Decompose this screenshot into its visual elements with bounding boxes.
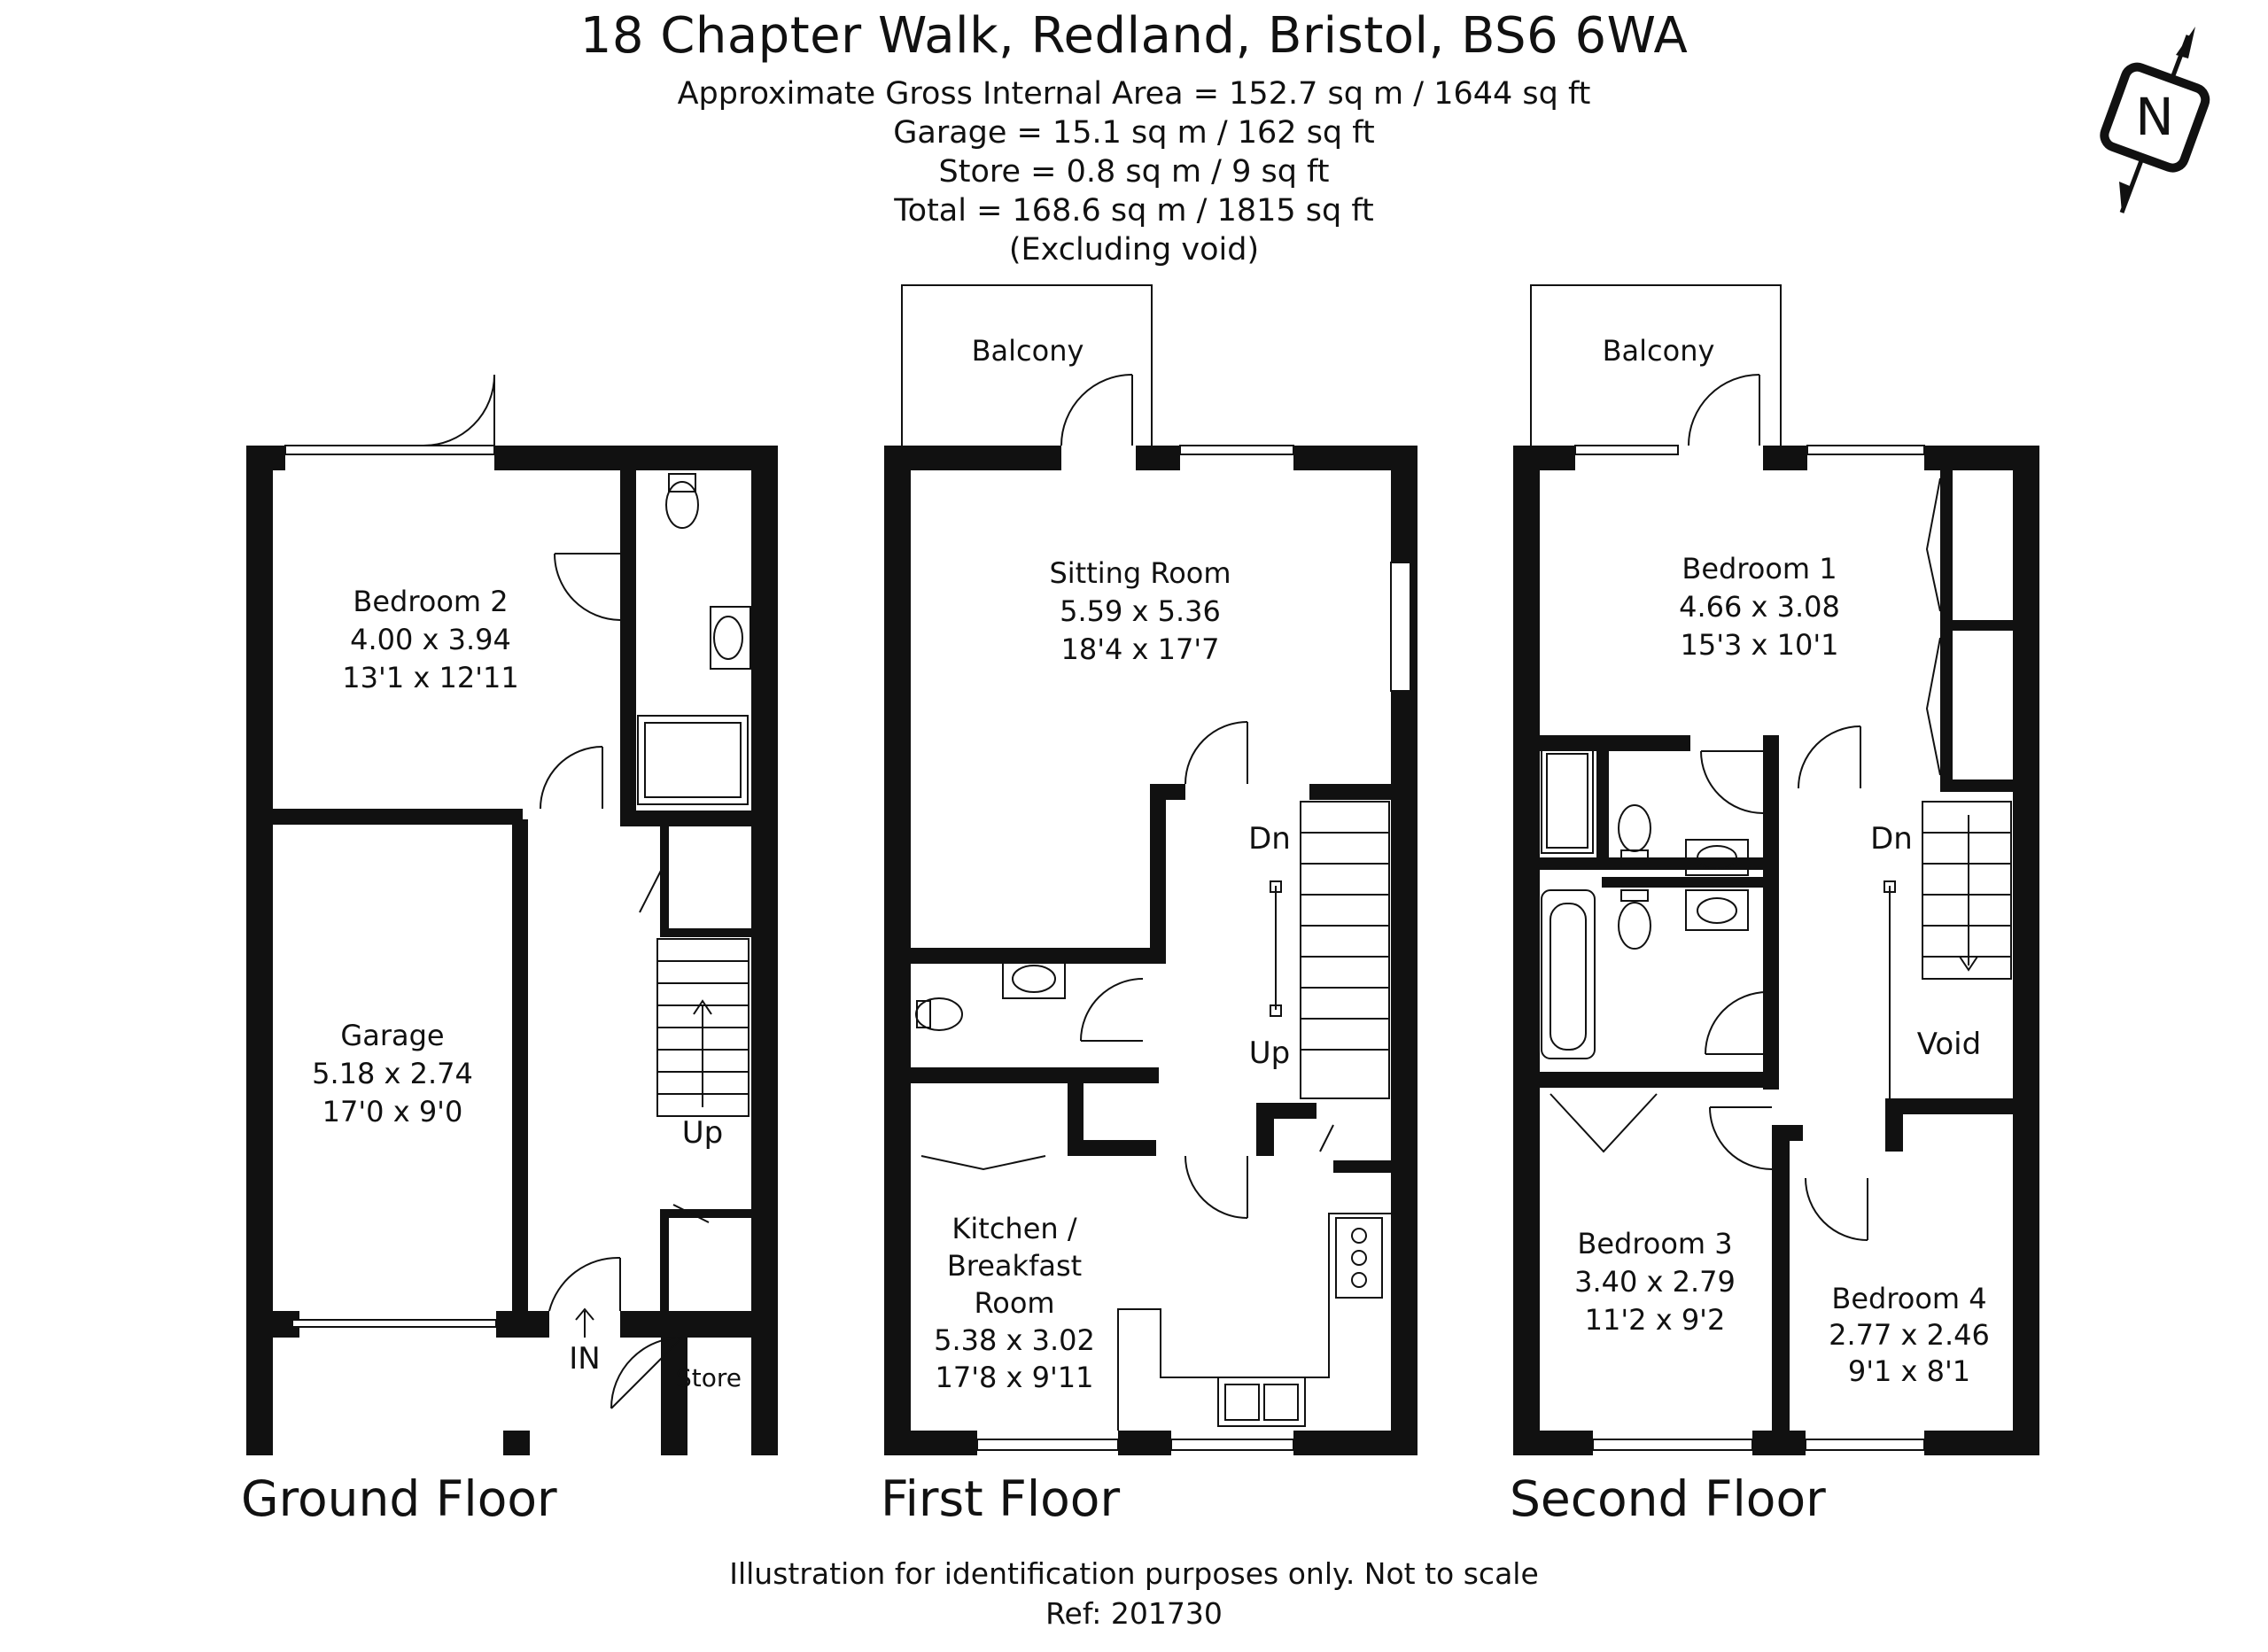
sitting-room-name: Sitting Room <box>1049 556 1231 590</box>
ground-floor-label: Ground Floor <box>241 1470 557 1527</box>
sitting-room-metric: 5.59 x 5.36 <box>1060 594 1221 628</box>
bedroom3-metric: 3.40 x 2.79 <box>1574 1265 1736 1299</box>
bedroom2-metric: 4.00 x 3.94 <box>350 623 511 656</box>
kitchen-name-3: Room <box>974 1286 1054 1320</box>
first-balcony-label: Balcony <box>972 334 1084 368</box>
bedroom1-name: Bedroom 1 <box>1682 552 1837 586</box>
first-floor-label: First Floor <box>881 1470 1121 1527</box>
in-label: IN <box>569 1341 600 1377</box>
second-floor-fixtures <box>1530 284 2012 1451</box>
ground-floor-plan <box>246 445 778 1455</box>
gross-internal-area: Approximate Gross Internal Area = 152.7 … <box>677 76 1591 112</box>
garage-area: Garage = 15.1 sq m / 162 sq ft <box>893 115 1375 151</box>
total-area: Total = 168.6 sq m / 1815 sq ft <box>894 193 1374 229</box>
bedroom4-imperial: 9'1 x 8'1 <box>1848 1354 1970 1388</box>
store-label: Store <box>676 1363 742 1392</box>
property-address: 18 Chapter Walk, Redland, Bristol, BS6 6… <box>579 7 1689 65</box>
sitting-room-imperial: 18'4 x 17'7 <box>1060 632 1219 666</box>
bedroom2-name: Bedroom 2 <box>353 585 508 618</box>
garage-imperial: 17'0 x 9'0 <box>322 1095 463 1128</box>
disclaimer: Illustration for identification purposes… <box>729 1556 1539 1591</box>
bedroom1-metric: 4.66 x 3.08 <box>1679 590 1840 624</box>
bedroom2-imperial: 13'1 x 12'11 <box>342 661 518 694</box>
compass-label: N <box>2135 87 2173 147</box>
bedroom1-imperial: 15'3 x 10'1 <box>1680 628 1838 662</box>
first-floor-fixtures <box>901 284 1411 1451</box>
ground-floor-labels: Bedroom 2 4.00 x 3.94 13'1 x 12'11 Garag… <box>312 585 742 1392</box>
bedroom4-metric: 2.77 x 2.46 <box>1829 1318 1990 1352</box>
ground-up-label: Up <box>682 1115 723 1151</box>
second-floor-plan <box>1513 446 2039 1455</box>
void-label: Void <box>1917 1027 1981 1062</box>
kitchen-name-2: Breakfast <box>947 1249 1082 1283</box>
ground-floor-fixtures <box>423 374 751 1409</box>
reference-number: Ref: 201730 <box>1045 1596 1223 1631</box>
garage-name: Garage <box>340 1019 444 1052</box>
bedroom4-name: Bedroom 4 <box>1831 1282 1986 1315</box>
first-dn-label: Dn <box>1248 821 1291 857</box>
void-note: (Excluding void) <box>1008 232 1260 268</box>
first-up-label: Up <box>1249 1035 1290 1071</box>
north-arrow-icon: N <box>2100 27 2210 213</box>
kitchen-name-1: Kitchen / <box>951 1212 1076 1245</box>
garage-metric: 5.18 x 2.74 <box>312 1057 473 1090</box>
second-floor-labels: Balcony Bedroom 1 4.66 x 3.08 15'3 x 10'… <box>1574 334 1990 1388</box>
bedroom3-imperial: 11'2 x 9'2 <box>1585 1303 1726 1337</box>
kitchen-imperial: 17'8 x 9'11 <box>935 1361 1093 1394</box>
second-balcony-label: Balcony <box>1603 334 1715 368</box>
bedroom3-name: Bedroom 3 <box>1577 1227 1732 1260</box>
store-area: Store = 0.8 sq m / 9 sq ft <box>938 154 1330 190</box>
second-dn-label: Dn <box>1870 821 1913 857</box>
second-floor-label: Second Floor <box>1510 1470 1826 1527</box>
kitchen-metric: 5.38 x 3.02 <box>934 1323 1095 1357</box>
first-floor-labels: Balcony Sitting Room 5.59 x 5.36 18'4 x … <box>934 334 1291 1394</box>
